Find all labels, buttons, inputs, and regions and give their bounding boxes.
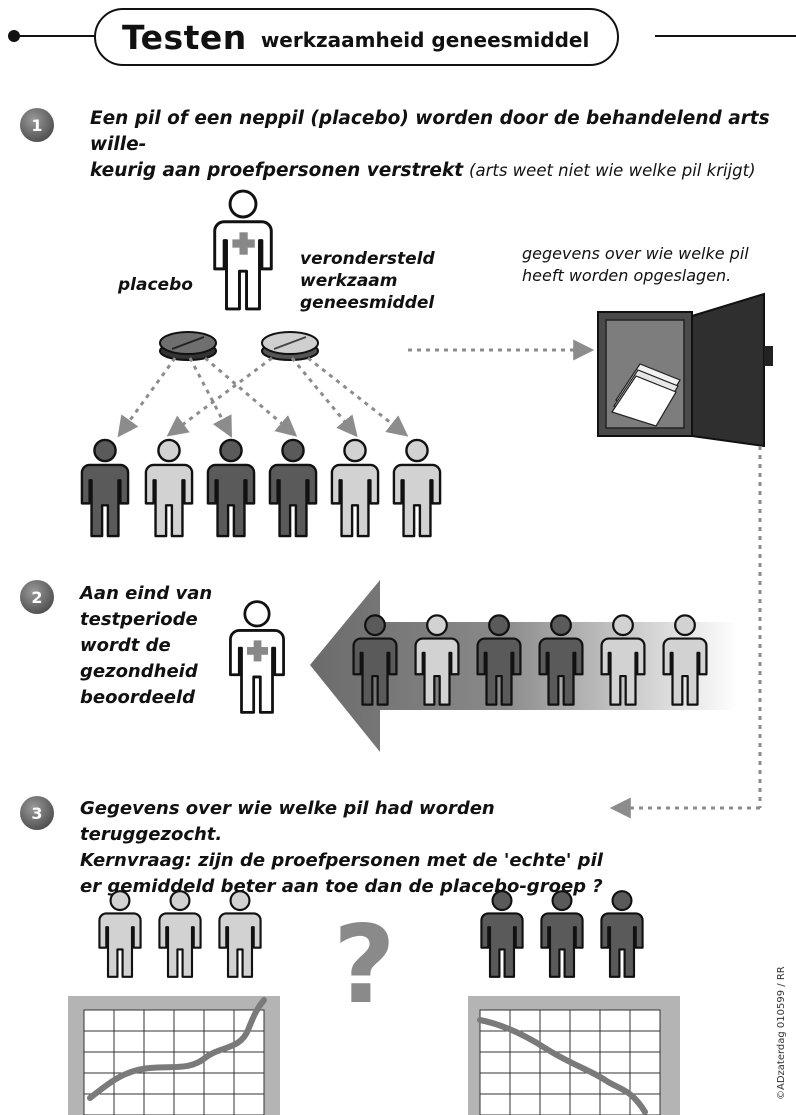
step-3-line-1: Gegevens over wie welke pil had worden t… [80, 798, 495, 845]
step-3-text: Gegevens over wie welke pil had worden t… [80, 796, 640, 900]
storage-line-1: gegevens over wie welke pil [522, 244, 749, 263]
header-dot [8, 30, 20, 42]
arrow-icon [117, 339, 595, 438]
person-icon [480, 890, 524, 978]
label-placebo: placebo [118, 275, 193, 295]
question-mark: ? [333, 903, 396, 1028]
label-drug-line-1: verondersteld [300, 249, 435, 269]
person-icon [98, 890, 142, 978]
step-2-text: Aan eind van testperiode wordt de gezond… [80, 581, 230, 711]
person-icon [540, 890, 584, 978]
page-title: Testen [122, 17, 247, 57]
person-icon [144, 438, 194, 538]
step-1-text: Een pil of een neppil (placebo) worden d… [90, 106, 790, 184]
title-pill: Testen werkzaamheid geneesmiddel [94, 8, 619, 66]
step-1-badge: 1 [20, 108, 54, 142]
doctor-icon [228, 600, 286, 714]
person-icon [268, 438, 318, 538]
step-2-line-1: Aan eind van [80, 583, 213, 604]
arrow-icon [609, 446, 762, 819]
storage-line-2: heeft worden opgeslagen. [522, 266, 732, 285]
label-drug: verondersteld werkzaam geneesmiddel [300, 248, 435, 314]
person-icon [80, 438, 130, 538]
step-3-line-2: Kernvraag: zijn de proefpersonen met de … [80, 850, 603, 871]
header-line-left [14, 35, 96, 37]
step-2-line-5: beoordeeld [80, 687, 196, 708]
step-3-line-3: er gemiddeld beter aan toe dan de placeb… [80, 876, 603, 897]
page-subtitle: werkzaamheid geneesmiddel [260, 28, 590, 52]
person-icon [206, 438, 256, 538]
doctor-icon [213, 189, 273, 311]
header-line-right [655, 35, 796, 37]
step-1-line-1: Een pil of een neppil (placebo) worden d… [90, 108, 770, 155]
label-drug-line-3: geneesmiddel [300, 293, 435, 313]
person-icon [330, 438, 380, 538]
person-icon [392, 438, 442, 538]
pill-icon [159, 331, 217, 361]
step-1-line-2: keurig aan proefpersonen verstrekt [90, 160, 464, 181]
label-drug-line-2: werkzaam [300, 271, 398, 291]
safe-icon [597, 292, 773, 448]
chart-icon [68, 996, 280, 1115]
step-1-note: (arts weet niet wie welke pil krijgt) [469, 161, 756, 180]
person-icon [158, 890, 202, 978]
step-2-line-4: gezondheid [80, 661, 198, 682]
storage-text: gegevens over wie welke pil heeft worden… [522, 243, 782, 287]
pill-icon [261, 331, 319, 361]
step-3-badge: 3 [20, 796, 54, 830]
step-2-badge: 2 [20, 580, 54, 614]
step-2-line-3: wordt de [80, 635, 171, 656]
person-icon [600, 890, 644, 978]
person-icon [218, 890, 262, 978]
step-2-line-2: testperiode [80, 609, 198, 630]
chart-icon [468, 996, 680, 1115]
